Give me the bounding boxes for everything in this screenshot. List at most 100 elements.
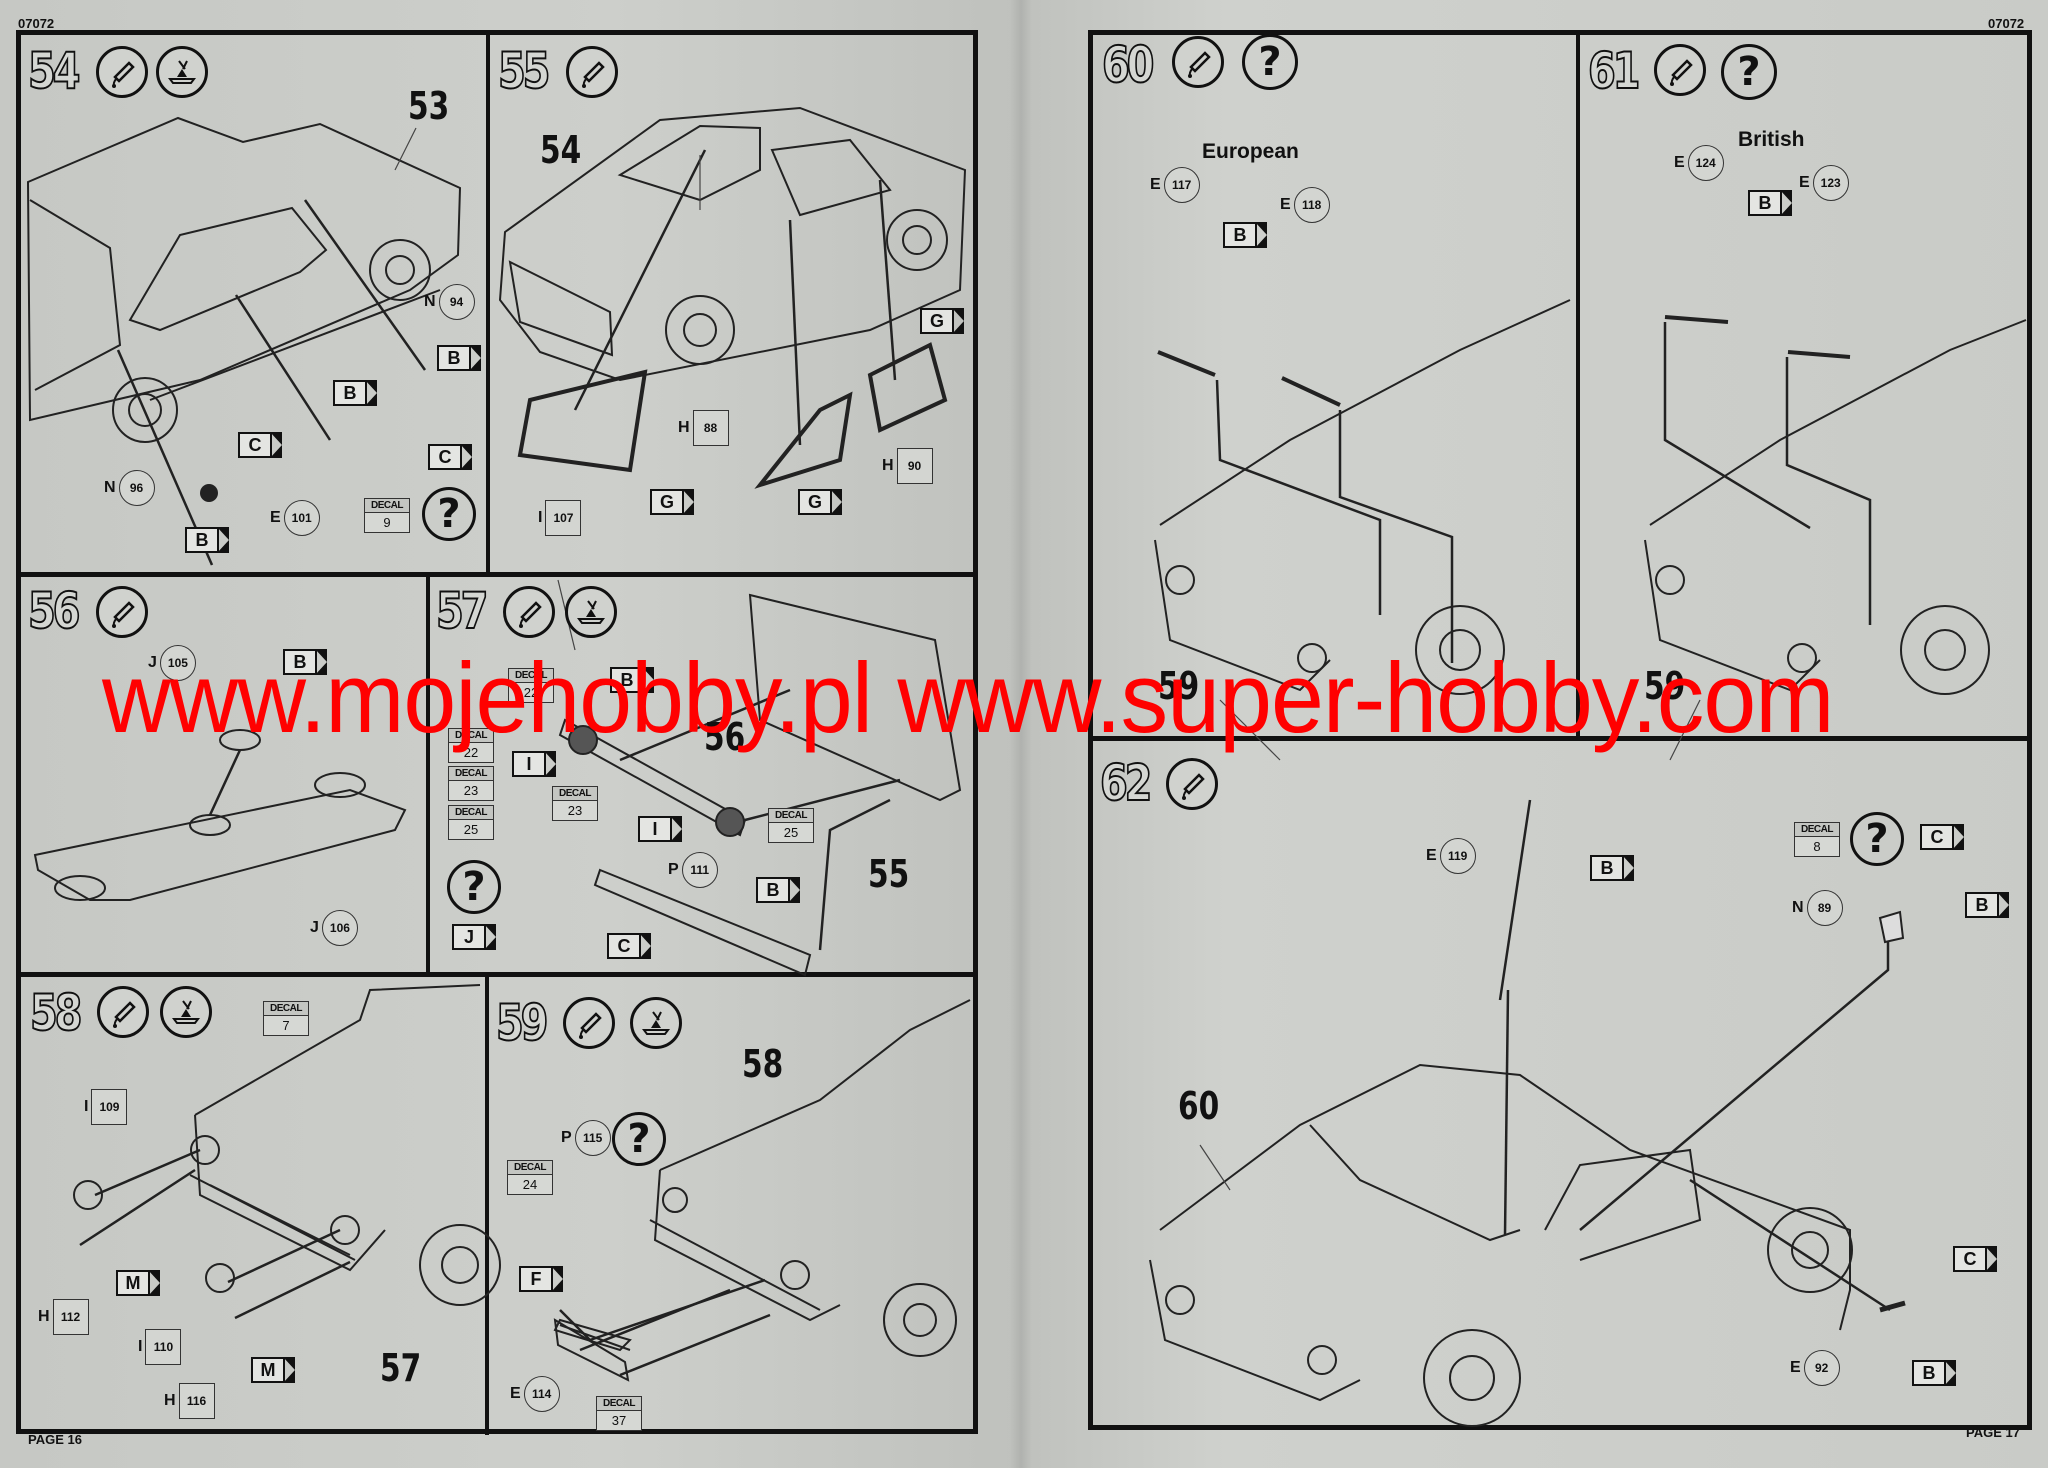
reference-step: 59 — [1158, 664, 1200, 708]
optional-question-icon: ? — [612, 1112, 666, 1166]
part-hubcap-shape — [200, 484, 218, 502]
optional-question-icon: ? — [422, 487, 476, 541]
color-flag-C: C — [607, 933, 651, 959]
color-flag-B: B — [1590, 855, 1634, 881]
step-number: 58 — [29, 984, 83, 1042]
color-flag-B: B — [283, 649, 327, 675]
step-number: 61 — [1587, 42, 1641, 100]
reference-step: 56 — [704, 715, 746, 759]
color-flag-B: B — [437, 345, 481, 371]
page-number-left: PAGE 16 — [28, 1432, 82, 1447]
right-page-frame — [1088, 30, 2032, 1430]
reference-step: 58 — [742, 1042, 784, 1086]
divider-row1 — [16, 572, 978, 577]
step-number: 60 — [1101, 36, 1155, 94]
color-flag-B: B — [333, 380, 377, 406]
color-flag-B: B — [610, 667, 654, 693]
kit-code-left: 07072 — [18, 16, 55, 31]
reference-step: 60 — [1178, 1084, 1220, 1128]
color-flag-C: C — [238, 432, 282, 458]
glue-tube-icon — [1654, 44, 1706, 96]
step-number: 56 — [27, 582, 81, 640]
step-number: 62 — [1099, 754, 1153, 812]
color-flag-G: G — [798, 489, 842, 515]
divider-row-right — [1088, 736, 2032, 741]
page-gutter — [1010, 0, 1032, 1468]
left-page-frame — [16, 30, 978, 1434]
color-flag-B: B — [1912, 1360, 1956, 1386]
divider-58-59 — [485, 975, 489, 1435]
step-number: 54 — [27, 42, 81, 100]
optional-question-icon: ? — [1721, 44, 1777, 100]
color-flag-F: F — [519, 1266, 563, 1292]
optional-question-icon: ? — [1242, 34, 1298, 90]
glue-tube-icon — [503, 586, 555, 638]
decal-water-icon — [160, 986, 212, 1038]
color-flag-B: B — [756, 877, 800, 903]
decal-water-icon — [565, 586, 617, 638]
reference-step: 54 — [540, 128, 582, 172]
variant-label-european: European — [1202, 140, 1299, 163]
kit-code-right: 07072 — [1988, 16, 2025, 31]
divider-row2 — [16, 972, 978, 977]
divider-60-61 — [1576, 30, 1580, 740]
color-flag-B: B — [1223, 222, 1267, 248]
watermark-text: www.mojehobby.pl www.super-hobby.com — [102, 642, 1834, 753]
decal-water-icon — [630, 997, 682, 1049]
color-flag-B: B — [1965, 892, 2009, 918]
reference-step: 59 — [1644, 664, 1686, 708]
optional-question-icon: ? — [447, 860, 501, 914]
glue-tube-icon — [96, 46, 148, 98]
optional-question-icon: ? — [1850, 812, 1904, 866]
color-flag-C: C — [428, 444, 472, 470]
step-number: 57 — [435, 582, 489, 640]
color-flag-M: M — [251, 1357, 295, 1383]
reference-step: 53 — [408, 84, 450, 128]
glue-tube-icon — [1166, 758, 1218, 810]
glue-tube-icon — [97, 986, 149, 1038]
color-flag-J: J — [452, 924, 496, 950]
divider-54-55 — [486, 30, 490, 575]
step-number: 59 — [495, 994, 549, 1052]
reference-step: 57 — [380, 1346, 422, 1390]
color-flag-B: B — [185, 527, 229, 553]
color-flag-I: I — [512, 751, 556, 777]
color-flag-M: M — [116, 1270, 160, 1296]
color-flag-C: C — [1920, 824, 1964, 850]
color-flag-G: G — [920, 308, 964, 334]
reference-step: 55 — [868, 852, 910, 896]
color-flag-C: C — [1953, 1246, 1997, 1272]
decal-water-icon — [156, 46, 208, 98]
color-flag-B: B — [1748, 190, 1792, 216]
divider-56-57 — [426, 575, 430, 975]
glue-tube-icon — [563, 997, 615, 1049]
